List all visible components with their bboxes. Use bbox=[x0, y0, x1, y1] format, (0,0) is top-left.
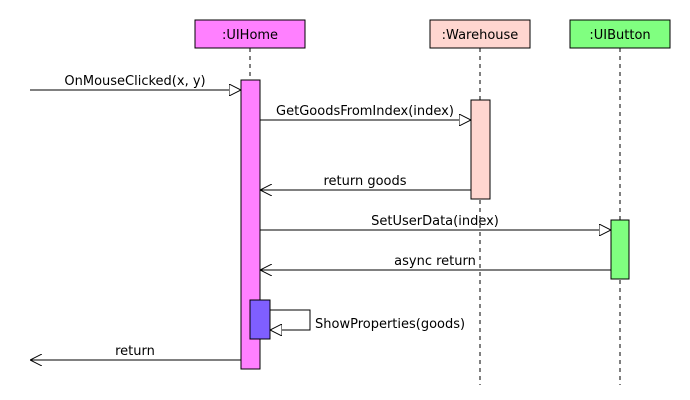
participant-uibutton[interactable]: :UIButton bbox=[569, 19, 671, 49]
message-getgoodsfromindex: GetGoodsFromIndex(index) bbox=[260, 104, 471, 120]
participant-uihome-label: :UIHome bbox=[222, 28, 278, 43]
message-setuserdata: SetUserData(index) bbox=[260, 214, 611, 230]
activation-self-call bbox=[249, 299, 271, 340]
message-async-return-label: async return bbox=[394, 254, 476, 269]
message-return: return bbox=[30, 344, 241, 360]
activation-warehouse bbox=[470, 99, 491, 200]
message-return-label: return bbox=[115, 344, 155, 359]
participant-warehouse[interactable]: :Warehouse bbox=[429, 19, 531, 49]
participant-uibutton-label: :UIButton bbox=[589, 28, 650, 43]
message-showproperties: ShowProperties(goods) bbox=[270, 309, 465, 332]
participant-uihome[interactable]: :UIHome bbox=[194, 19, 306, 49]
message-onmouseclicked-label: OnMouseClicked(x, y) bbox=[64, 74, 205, 89]
activation-uibutton bbox=[610, 219, 630, 280]
message-showproperties-label: ShowProperties(goods) bbox=[315, 317, 465, 332]
message-setuserdata-label: SetUserData(index) bbox=[371, 214, 499, 229]
message-onmouseclicked: OnMouseClicked(x, y) bbox=[30, 74, 241, 90]
message-async-return: async return bbox=[260, 254, 611, 270]
message-getgoodsfromindex-label: GetGoodsFromIndex(index) bbox=[276, 104, 454, 119]
participant-warehouse-label: :Warehouse bbox=[442, 28, 519, 43]
activation-uihome bbox=[240, 79, 261, 370]
message-return-goods: return goods bbox=[260, 174, 471, 190]
message-return-goods-label: return goods bbox=[323, 174, 406, 189]
